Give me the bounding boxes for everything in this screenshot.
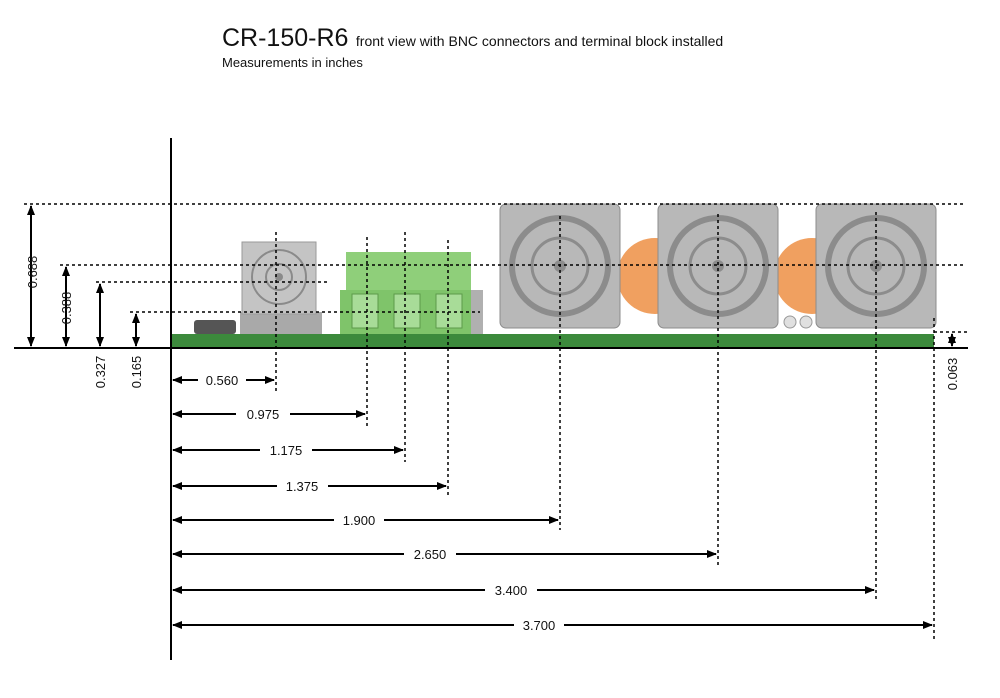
dimension-label: 0.165 (129, 356, 144, 389)
dimension-label: 2.650 (414, 547, 447, 562)
bnc-vertical-connector (240, 241, 322, 334)
dimension-label: 3.700 (523, 618, 556, 633)
vertical-dimension-labels: 0.688 0.388 0.327 0.165 0.063 (25, 256, 960, 391)
small-component (194, 320, 236, 334)
dimension-label: 0.063 (945, 358, 960, 391)
title-description: front view with BNC connectors and termi… (355, 33, 724, 49)
horizontal-dimension-labels: 0.560 0.975 1.175 1.375 1.900 2.650 3.40… (206, 373, 556, 633)
units-note: Measurements in inches (222, 55, 363, 70)
horizontal-dimensions (172, 376, 933, 629)
title-line: CR-150-R6 front view with BNC connectors… (222, 24, 723, 53)
header: CR-150-R6 front view with BNC connectors… (222, 24, 723, 70)
dimension-label: 0.975 (247, 407, 280, 422)
dimension-label: 0.388 (59, 292, 74, 325)
bnc-connector (657, 203, 779, 329)
vertical-dimensions (27, 205, 956, 347)
dimension-label: 1.375 (286, 479, 319, 494)
dimension-label: 1.175 (270, 443, 303, 458)
dimension-label: 3.400 (495, 583, 528, 598)
dimension-label: 1.900 (343, 513, 376, 528)
dimension-label: 0.560 (206, 373, 239, 388)
offset-guide-lines (275, 212, 935, 640)
height-guide-lines (24, 203, 968, 333)
pcb (172, 334, 934, 348)
part-title: CR-150-R6 (222, 24, 349, 52)
dimension-label: 0.327 (93, 356, 108, 389)
dimension-label: 0.688 (25, 256, 40, 289)
board-illustration (172, 203, 937, 348)
